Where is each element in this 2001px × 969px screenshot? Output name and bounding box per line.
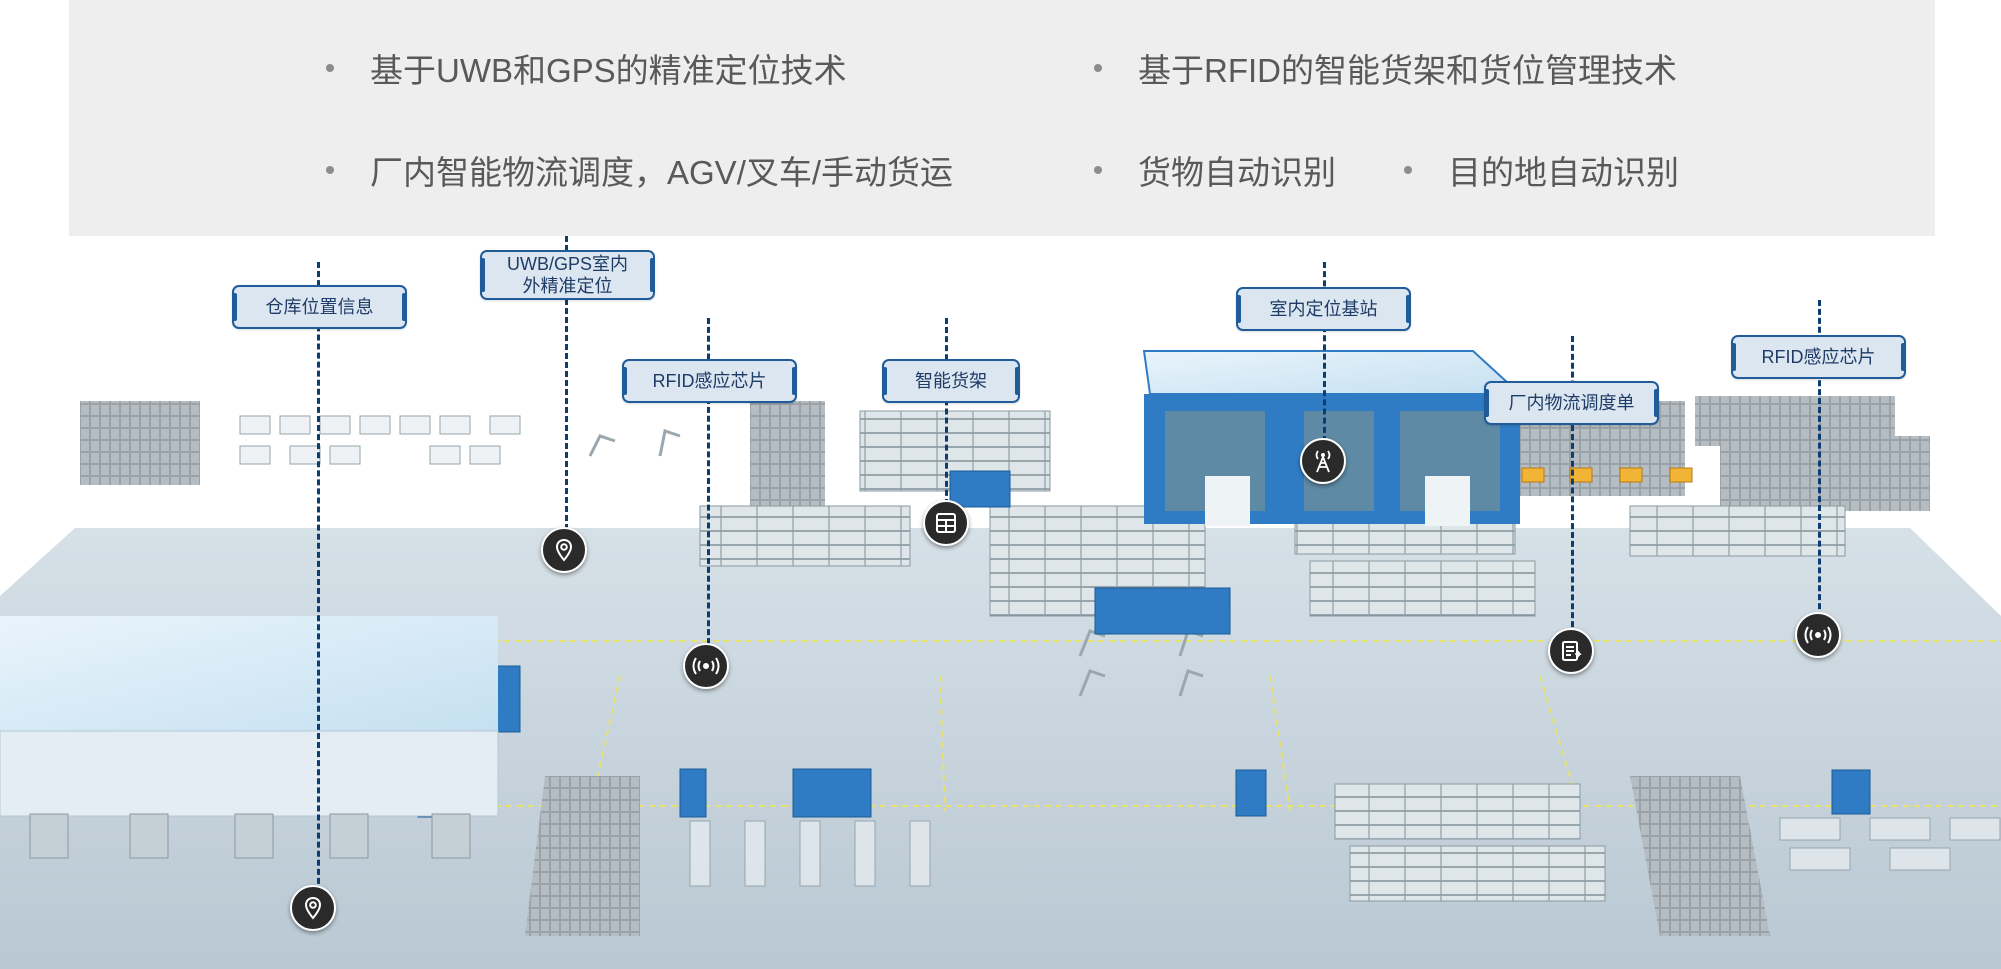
bullet-uwb-gps: 基于UWB和GPS的精准定位技术 [326,44,847,92]
callout-text: 外精准定位 [522,276,613,296]
leader-line [1818,300,1821,618]
callout-rfid-chip-left: RFID感应芯片 [622,359,797,403]
bullet-dot [1404,166,1412,174]
crate-stack [750,401,825,511]
feature-panel [69,0,1935,236]
bullet-destination-id: 目的地自动识别 [1404,146,1679,194]
bullet-text: 货物自动识别 [1138,154,1336,191]
rfid-signal-icon[interactable] [1795,612,1841,658]
leader-line [1571,336,1574,636]
callout-text: 厂内物流调度单 [1508,393,1635,413]
agv-vehicles [1521,467,1693,483]
leader-line [1323,262,1326,442]
bullet-dot [326,64,334,72]
location-pin-icon[interactable] [290,885,336,931]
bullet-text: 基于RFID的智能货架和货位管理技术 [1138,52,1677,89]
antenna-tower-icon[interactable] [1300,438,1346,484]
shelf-line [1334,783,1581,840]
callout-warehouse-location: 仓库位置信息 [232,285,407,329]
callout-text: RFID感应芯片 [652,371,767,391]
callout-rfid-chip-right: RFID感应芯片 [1731,335,1906,379]
leader-line [707,318,710,644]
callout-text: RFID感应芯片 [1761,347,1876,367]
machines [29,813,471,859]
callout-text: 仓库位置信息 [265,297,374,317]
building-door [1205,476,1250,526]
bullet-text: 基于UWB和GPS的精准定位技术 [370,52,847,89]
building-roof [1142,350,1523,395]
leader-line [945,318,948,514]
callout-smart-shelf: 智能货架 [882,359,1020,403]
bullet-dot [1094,166,1102,174]
callout-uwb-gps: UWB/GPS室内外精准定位 [480,250,655,300]
leader-line [317,262,320,902]
crate-stack [80,401,200,485]
workstations [239,415,521,465]
location-pin-icon[interactable] [541,527,587,573]
leader-line [565,236,568,548]
callout-text: UWB/GPS室内 [506,254,628,274]
bullet-goods-id: 货物自动识别 [1094,146,1336,194]
robot-arms [588,429,1204,697]
factory-scene [0,350,2001,969]
callout-text: 智能货架 [915,371,987,391]
crate-stack-front [525,776,640,936]
building-door [1425,476,1470,526]
bullet-text: 目的地自动识别 [1448,154,1679,191]
shelf-line [1309,560,1536,617]
bullet-rfid-shelf: 基于RFID的智能货架和货位管理技术 [1094,44,1677,92]
shelf-line [699,505,911,567]
shelf-line [1349,845,1606,902]
cleanroom-roof [0,616,498,731]
desks [689,817,2001,887]
shelf-line [1629,505,1846,557]
crate-stack-front [1630,776,1770,936]
rfid-signal-icon[interactable] [683,643,729,689]
bullet-logistics: 厂内智能物流调度，AGV/叉车/手动货运 [326,146,953,194]
callout-logistics-dispatch: 厂内物流调度单 [1484,381,1659,425]
bullet-dot [326,166,334,174]
callout-text: 室内定位基站 [1269,299,1378,319]
bullet-text: 厂内智能物流调度，AGV/叉车/手动货运 [370,154,954,191]
shelf-grid-icon[interactable] [923,500,969,546]
dispatch-list-icon[interactable] [1548,628,1594,674]
crate-stack [1720,436,1930,511]
callout-indoor-base-station: 室内定位基站 [1236,287,1411,331]
bullet-dot [1094,64,1102,72]
cleanroom-wall [0,730,499,817]
